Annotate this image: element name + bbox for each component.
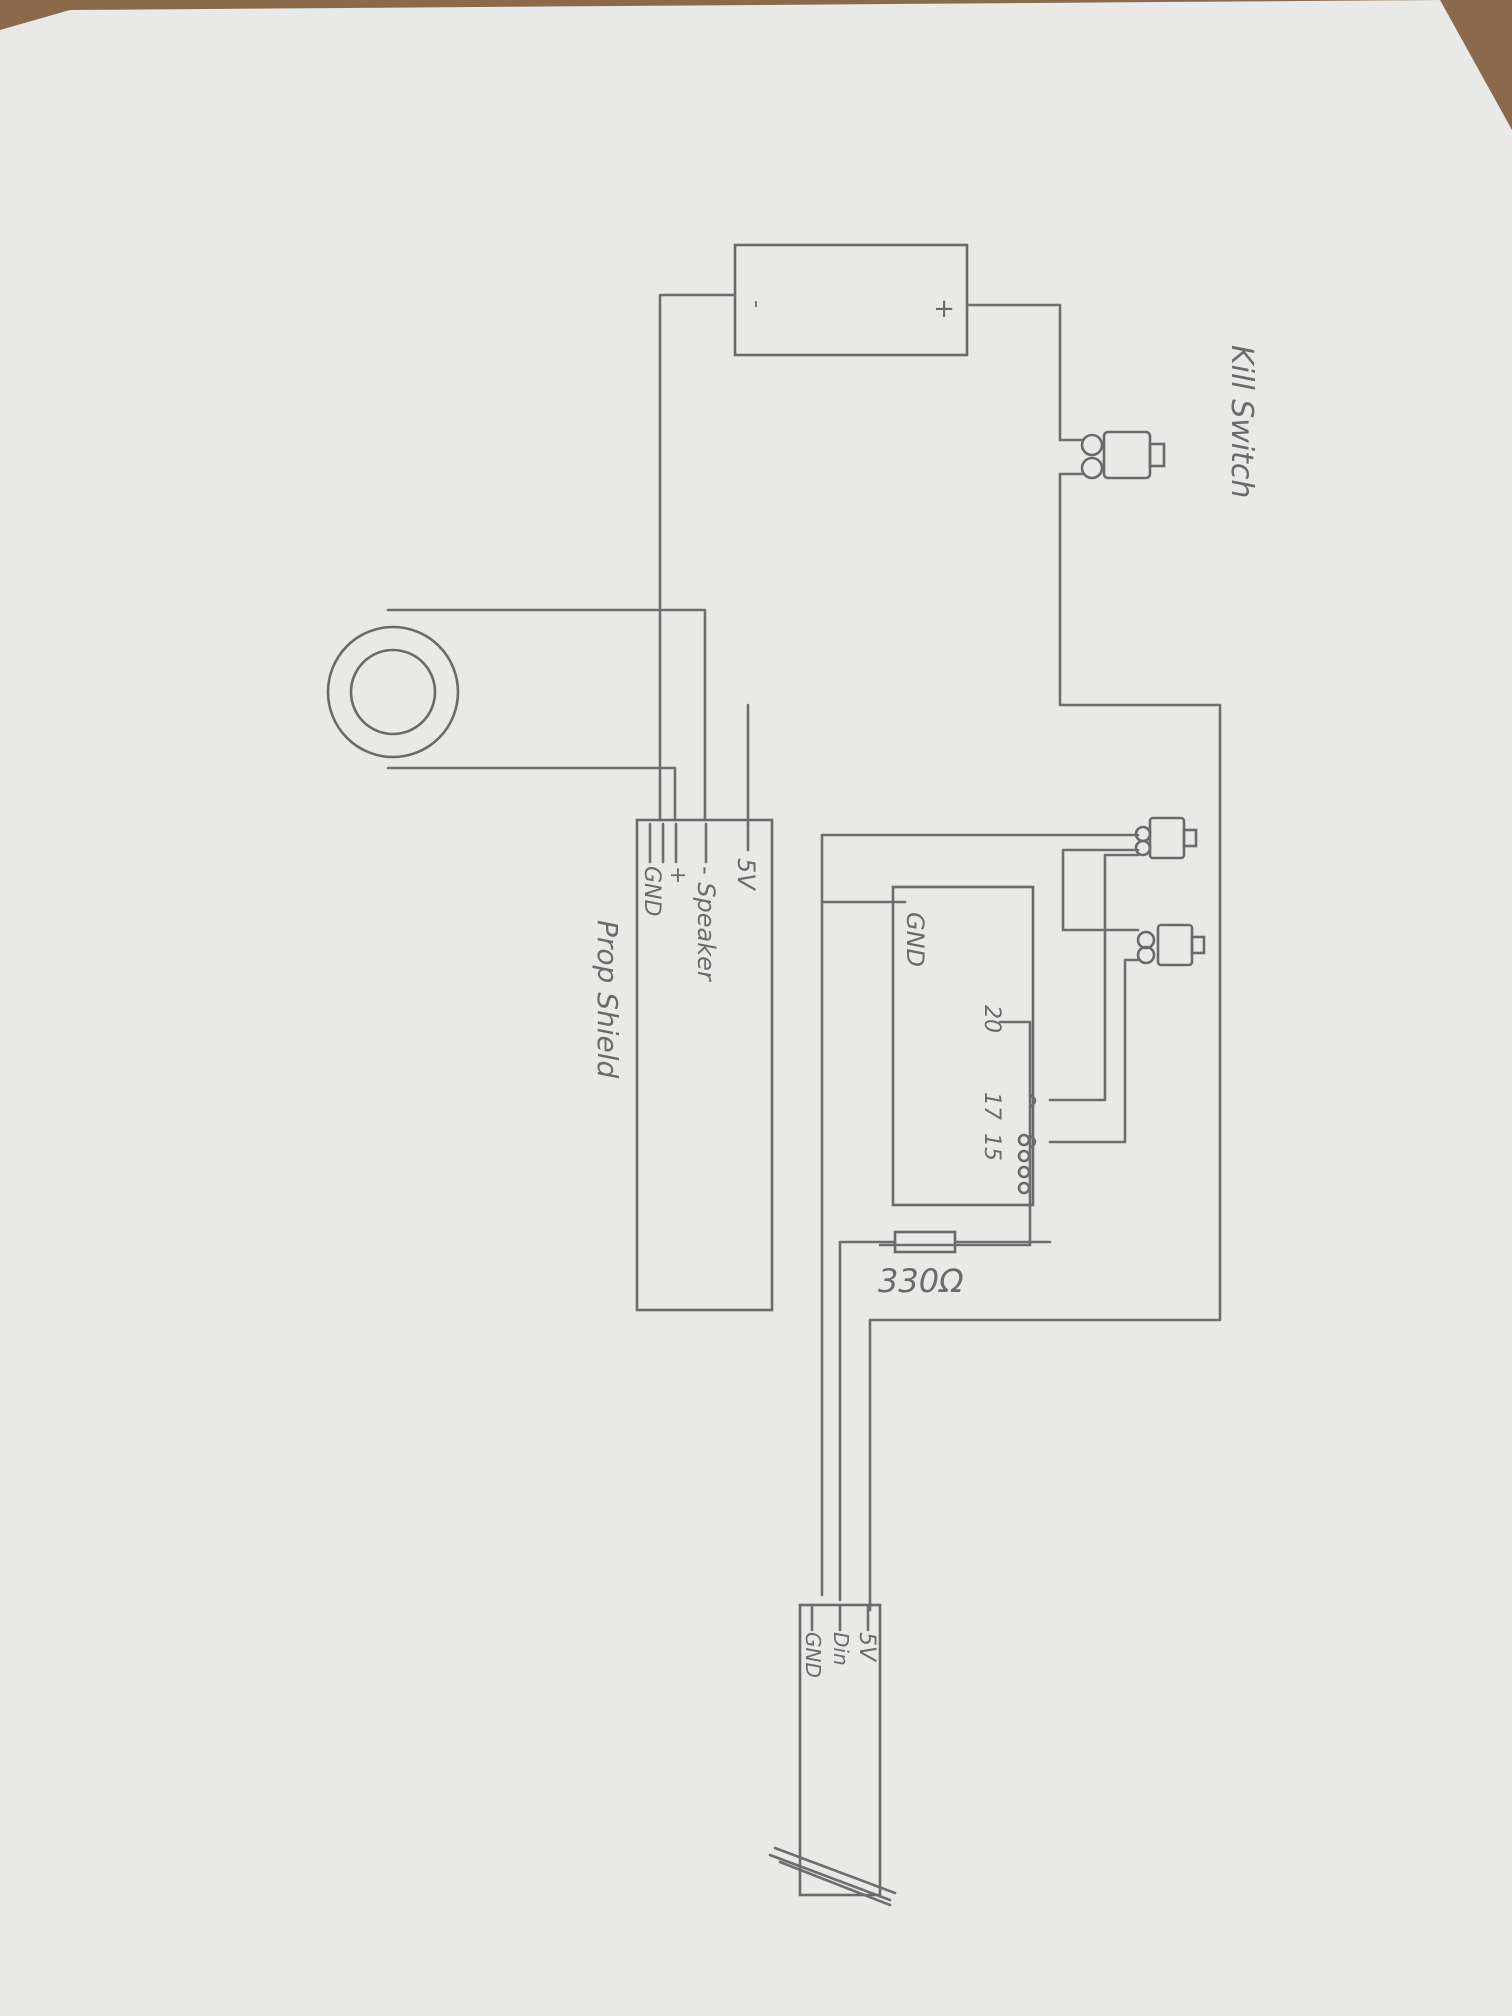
wire-ground-bus: [820, 833, 1140, 1597]
kill-switch: [1058, 430, 1166, 480]
prop-shield-5v-label: 5V: [732, 858, 760, 891]
speaker: [326, 608, 707, 822]
resistor-label: 330Ω: [878, 1262, 964, 1300]
prop-shield-gnd-label: GND: [639, 866, 664, 916]
wire-button1-pin17: [1048, 853, 1140, 1102]
wire-switched-positive: [868, 472, 1222, 1612]
battery-minus-label: -: [744, 300, 769, 308]
wire-battery-negative: [658, 293, 737, 822]
microcontroller: GND 20 17 15: [891, 885, 1035, 1207]
battery-plus-label: +: [929, 298, 959, 320]
strip-gnd-label: GND: [801, 1632, 825, 1678]
wire-button1-common: [1061, 848, 1140, 932]
push-button-1: [1134, 816, 1198, 860]
push-button-2: [1136, 923, 1206, 967]
prop-shield: 5V - Speaker + GND: [635, 818, 774, 1312]
wire-button2-pin15: [1048, 958, 1140, 1144]
prop-shield-label: Prop Shield: [591, 920, 624, 1079]
pin-17-label: 17: [979, 1092, 1004, 1120]
strip-5v-label: 5V: [854, 1632, 879, 1663]
led-strip-connector: 5V Din GND: [798, 1603, 882, 1897]
mcu-gnd-label: GND: [901, 912, 929, 967]
resistor: [838, 1230, 1052, 1602]
prop-shield-plus-label: +: [665, 866, 690, 884]
strip-din-label: Din: [829, 1632, 853, 1666]
kill-switch-label: Kill Switch: [1224, 345, 1259, 498]
wire-battery-positive: [965, 303, 1062, 442]
pin-20-label: 20: [979, 1005, 1004, 1033]
battery: - +: [733, 243, 969, 357]
prop-shield-speaker-label: - Speaker: [692, 866, 720, 983]
led-strip: [768, 1846, 897, 1907]
pin-15-label: 15: [979, 1133, 1004, 1161]
